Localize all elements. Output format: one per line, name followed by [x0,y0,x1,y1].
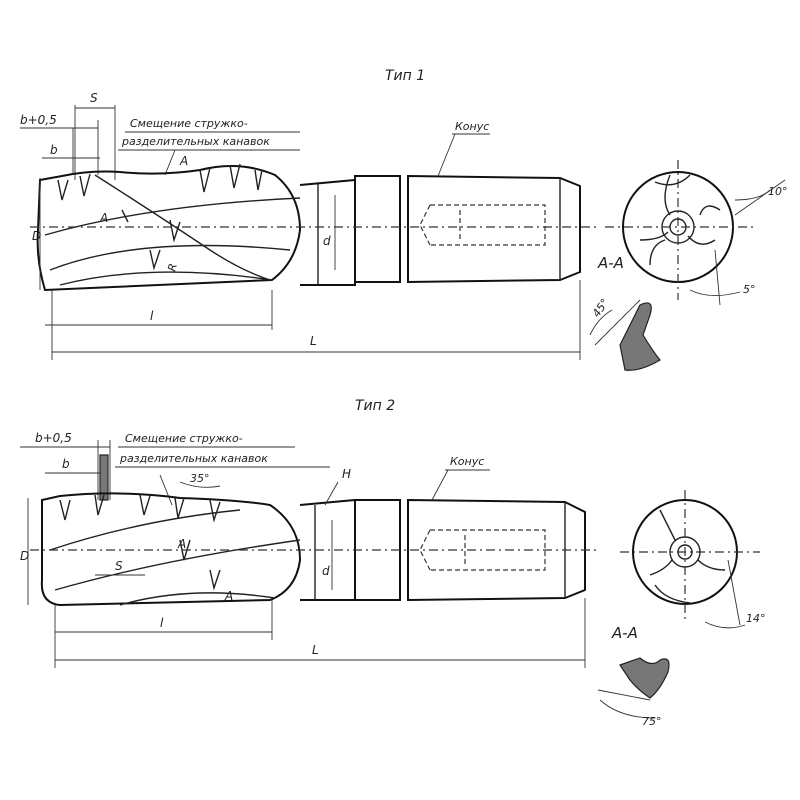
type2-dim-H: H [342,467,351,481]
type2-drawing: Тип 2 b+0,5 b Смещение стружко- разделит… [20,398,766,728]
type1-angle-45: 45° [590,296,612,319]
type2-angle-75: 75° [642,715,662,728]
type2-tooth-profile: 75° [597,657,670,728]
type1-angle-5: 5° [743,283,756,296]
type1-note-line2: разделительных канавок [121,135,270,148]
type1-title: Тип 1 [385,68,425,84]
type1-section-mark-top: A [179,154,188,168]
type2-cutter-head [40,492,302,607]
type2-collar [354,499,401,601]
type1-dim-l: l [150,309,154,323]
type1-end-view: 10° 5° A-A [597,160,788,306]
type1-drawing: Тип 1 S b+0,5 b Смещение стружко- раздел… [20,68,788,371]
type2-dim-b05: b+0,5 [35,431,72,445]
type2-dim-S: S [115,559,123,573]
type1-dim-d: d [323,234,331,248]
type1-note-line1: Смещение стружко- [130,117,248,130]
type1-cone-shank [407,174,581,284]
dim-b05-label: b+0,5 [20,113,57,127]
type1-dim-lead: R [165,262,180,273]
type2-section-mark-bottom: A [224,589,233,603]
type2-section-label: A-A [611,624,638,642]
type2-angle-35: 35° [190,472,210,485]
type1-section-label: A-A [597,254,624,272]
type1-cutter-head [36,165,302,292]
type1-collar [354,175,401,283]
type2-dim-b: b [62,457,70,471]
type2-dim-d: d [322,564,330,578]
type2-dim-L: L [312,643,319,657]
type1-dim-L: L [310,334,317,348]
type2-dim-l: l [160,616,164,630]
type2-neck [299,498,356,601]
type2-end-view: 14° A-A [611,490,766,642]
type1-tooth-profile: 45° [589,296,661,371]
type2-angle-14: 14° [746,612,766,625]
type1-cone-label: Конус [455,120,489,133]
dim-s-label: S [90,91,98,105]
dim-b-label: b [50,143,58,157]
type1-section-mark-bottom: A [99,211,108,225]
type1-neck [299,178,356,286]
type2-title: Тип 2 [355,398,395,414]
type1-dim-D: D [32,229,41,243]
type2-section-mark-top: A [177,537,186,551]
type1-angle-10: 10° [768,185,788,198]
type2-cone-label: Конус [450,455,484,468]
type2-note-line1: Смещение стружко- [125,432,243,445]
type2-dim-D: D [20,549,29,563]
type2-note-line2: разделительных канавок [119,452,268,465]
